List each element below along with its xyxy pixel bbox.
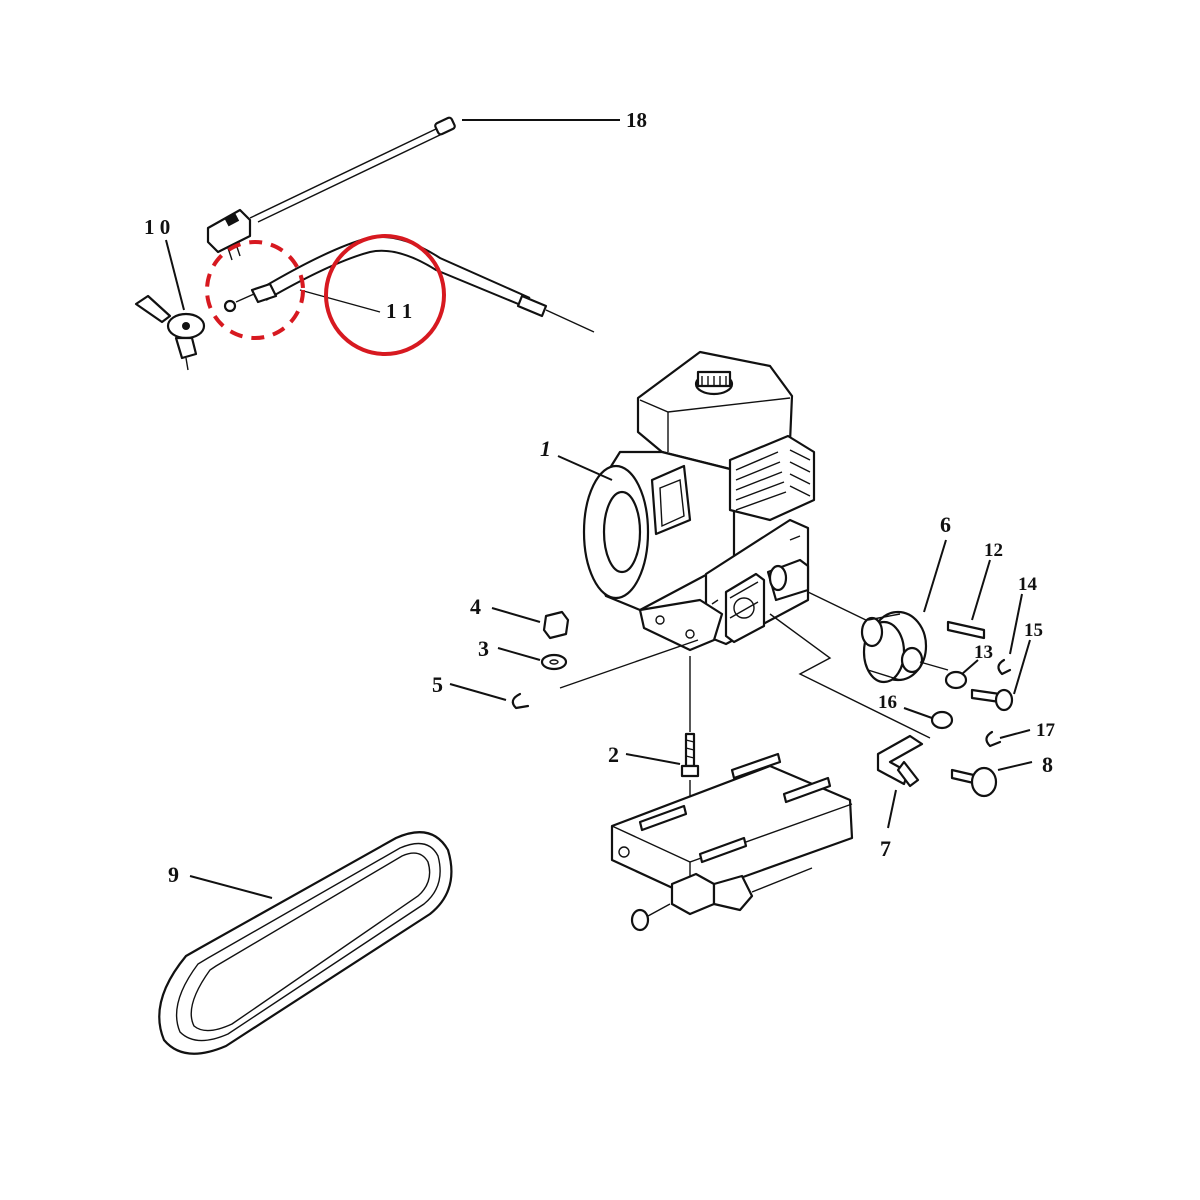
callout-3: 3: [478, 636, 489, 661]
callout-7: 7: [880, 836, 891, 861]
callout-1-leader: [557, 455, 613, 481]
callout-5: 5: [432, 672, 443, 697]
key-part-12: [946, 559, 991, 640]
bracket-part-7: [876, 734, 924, 829]
washer-part-13: [944, 659, 979, 690]
nut-part-4: [491, 607, 570, 640]
callout-18: 18: [626, 108, 647, 132]
shaft-axis-line: [807, 591, 871, 623]
callout-6-leader: [923, 539, 947, 613]
pulley: [860, 610, 949, 684]
bolt-part-8: [950, 761, 1033, 798]
callout-8: 8: [1042, 752, 1053, 777]
callout-6: 6: [940, 512, 951, 537]
clip-part-5: [449, 683, 530, 710]
throttle-cable: [249, 116, 620, 223]
dashed-highlight-circle: [205, 240, 305, 340]
base-plate: [610, 752, 854, 932]
callout-labels: 18 1 0 1 1 1 6 12 14 15 13 16 17 8 7 4 3…: [144, 108, 1056, 887]
callout-15: 15: [1024, 620, 1043, 641]
callout-13: 13: [974, 642, 993, 663]
callout-9: 9: [168, 862, 179, 887]
washer-part-16: [903, 707, 954, 730]
callout-16: 16: [878, 692, 897, 713]
callout-17: 17: [1036, 720, 1056, 741]
engine: [582, 350, 816, 652]
callout-10: 1 0: [144, 215, 170, 239]
engine-switch: [206, 208, 252, 261]
throttle-lever: [134, 239, 206, 371]
mount-axis-line: [559, 613, 931, 739]
callout-12: 12: [984, 540, 1003, 561]
callout-1: 1: [540, 436, 551, 461]
bolt-part-15: [970, 639, 1031, 712]
callout-2: 2: [608, 742, 619, 767]
solid-highlight-circle: [324, 234, 446, 356]
clip-part-14: [997, 593, 1023, 676]
washer-part-3: [497, 647, 568, 671]
callout-14: 14: [1018, 574, 1038, 595]
clip-part-17: [985, 729, 1031, 748]
callout-11: 1 1: [386, 299, 412, 323]
callout-4: 4: [470, 594, 481, 619]
v-belt: [158, 831, 453, 1055]
